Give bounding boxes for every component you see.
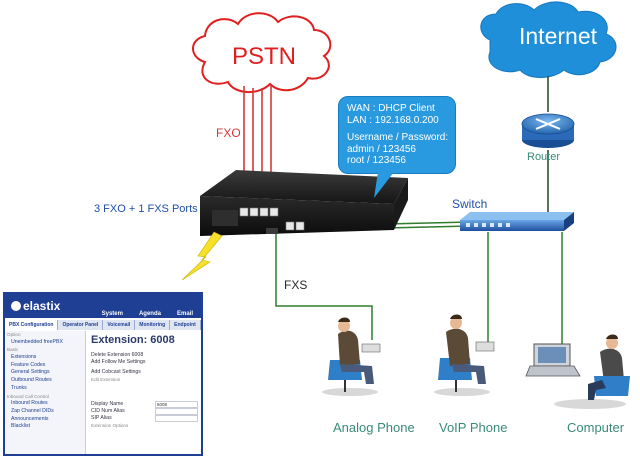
router-icon xyxy=(521,113,575,148)
callout-line: Username / Password: xyxy=(347,132,449,143)
callout-pointer xyxy=(374,172,394,198)
sidebar-item[interactable]: Blacklist xyxy=(11,423,31,430)
menu-item-email[interactable]: Email xyxy=(176,311,193,317)
voip-phone-user-icon xyxy=(434,314,495,396)
elastix-logo: elastix xyxy=(11,299,60,313)
pstn-label: PSTN xyxy=(232,43,297,70)
computer-user-icon xyxy=(525,334,630,409)
extension-options-heading: Extension Options xyxy=(91,423,129,428)
sidebar-item[interactable]: Announcements xyxy=(11,415,49,422)
pstn-cloud xyxy=(192,12,332,93)
internet-label: Internet xyxy=(519,23,597,49)
elastix-main-menu: System Agenda Email xyxy=(94,311,201,322)
sidebar-item[interactable]: Inbound Routes xyxy=(11,400,48,407)
fxs-label: FXS xyxy=(284,278,308,292)
sidebar-item[interactable]: General Settings xyxy=(11,369,50,376)
tab-monitoring[interactable]: Monitoring xyxy=(135,320,171,330)
tab-endpoint[interactable]: Endpoint xyxy=(170,320,201,330)
elastix-tabs: PBX Configuration Operator Panel Voicema… xyxy=(5,320,201,330)
elastix-header: elastix System Agenda Email xyxy=(5,294,201,318)
add-follow-me-link[interactable]: Add Follow Me Settings xyxy=(91,359,146,365)
switch-label: Switch xyxy=(452,197,488,211)
voip-phone-label: VoIP Phone xyxy=(439,420,508,435)
sidebar-section-header: Basic xyxy=(7,347,19,353)
field-display-name: Display Name 6008 xyxy=(91,401,201,408)
sidebar-item[interactable]: Extensions xyxy=(11,354,37,361)
pbx-appliance xyxy=(200,170,408,236)
elastix-content: Extension: 6008 Delete Extension 6008 Ad… xyxy=(91,334,201,429)
menu-item-system[interactable]: System xyxy=(101,311,123,317)
switch-icon xyxy=(460,212,574,231)
config-callout: WAN : DHCP Client LAN : 192.168.0.200 Us… xyxy=(338,96,456,174)
add-callcast-link[interactable]: Add Cobcast Settings xyxy=(91,369,141,375)
callout-line: admin / 123456 xyxy=(347,143,416,155)
edit-extension-heading: Edit Extension xyxy=(91,377,121,382)
internet-cloud xyxy=(480,1,617,78)
callout-line: root / 123456 xyxy=(347,155,406,166)
sidebar-item[interactable]: Unembedded freePBX xyxy=(11,338,63,345)
tab-voicemail[interactable]: Voicemail xyxy=(103,320,136,330)
analog-phone-user-icon xyxy=(322,317,381,396)
sidebar-item[interactable]: Feature Codes xyxy=(11,361,46,368)
router-label: Router xyxy=(527,151,561,163)
sidebar-section-header: Inbound Call Control xyxy=(7,393,49,399)
callout-line: LAN : 192.168.0.200 xyxy=(347,114,439,126)
callout-line: WAN : DHCP Client xyxy=(347,103,435,114)
sidebar-item[interactable]: Zap Channel DIDs xyxy=(11,407,54,414)
computer-label: Computer xyxy=(567,420,625,435)
delete-extension-link[interactable]: Delete Extension 6008 xyxy=(91,352,144,358)
tab-operator-panel[interactable]: Operator Panel xyxy=(58,320,104,330)
cid-num-alias-input[interactable] xyxy=(155,408,198,415)
sidebar-item[interactable]: Trunks xyxy=(11,384,27,391)
display-name-input[interactable]: 6008 xyxy=(155,401,198,408)
sip-alias-input[interactable] xyxy=(155,415,198,422)
ports-label: 3 FXO + 1 FXS Ports xyxy=(94,203,198,215)
field-cid-num-alias: CID Num Alias xyxy=(91,408,201,415)
sidebar-item[interactable]: Outbound Routes xyxy=(11,377,52,384)
extension-title: Extension: 6008 xyxy=(91,334,175,346)
elastix-admin-screenshot: elastix System Agenda Email PBX Configur… xyxy=(3,292,203,456)
sidebar-section-header: Option xyxy=(7,332,21,337)
fxo-label: FXO xyxy=(216,126,241,140)
fxs-line xyxy=(275,234,373,340)
field-sip-alias: SIP Alias xyxy=(91,415,201,422)
wireless-bolt-icon xyxy=(181,231,223,281)
tab-pbx-configuration[interactable]: PBX Configuration xyxy=(5,320,59,330)
menu-item-agenda[interactable]: Agenda xyxy=(138,311,161,317)
analog-phone-label: Analog Phone xyxy=(333,420,415,435)
elastix-logo-icon xyxy=(11,301,21,311)
